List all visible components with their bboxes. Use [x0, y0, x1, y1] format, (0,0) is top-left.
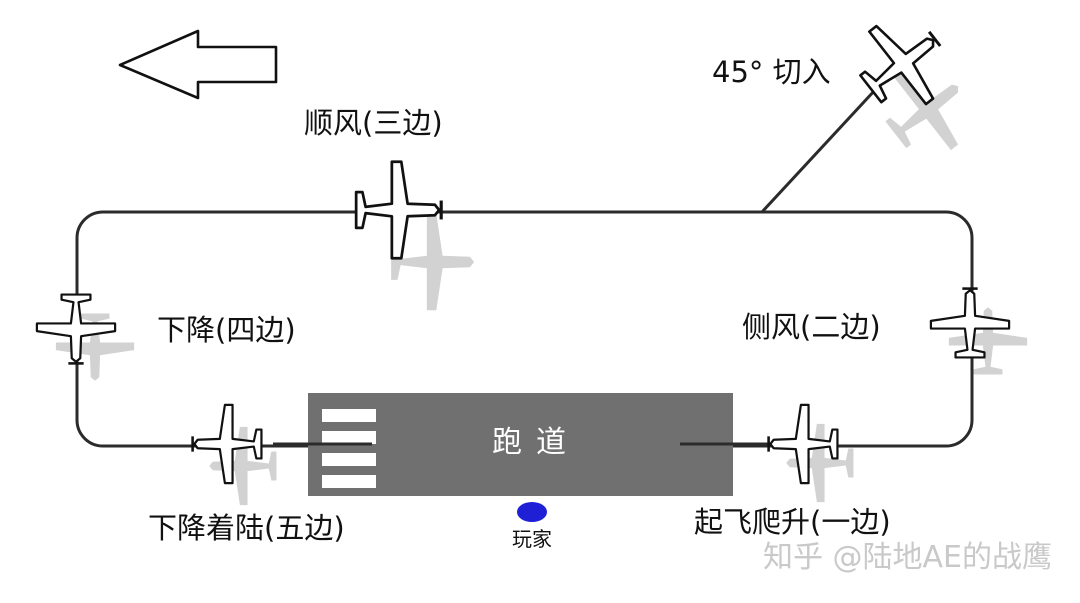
label-crosswind: 侧风(二边)	[742, 310, 881, 344]
label-upwind: 起飞爬升(一边)	[694, 505, 891, 539]
shadow-entry	[867, 49, 987, 172]
direction-arrow-icon	[118, 29, 278, 100]
runway	[308, 393, 733, 496]
label-runway: 跑道	[492, 425, 580, 460]
label-final: 下降着陆(五边)	[148, 511, 345, 545]
player-marker	[517, 502, 547, 522]
airplane-icon-upwind	[767, 403, 839, 485]
label-entry: 45° 切入	[712, 55, 831, 89]
airplane-icon-final	[191, 403, 263, 485]
threshold-markings	[322, 409, 376, 488]
watermark: 知乎 @陆地AE的战鹰	[763, 540, 1053, 575]
entry-path	[760, 74, 890, 214]
label-player: 玩家	[512, 527, 552, 551]
label-downwind: 顺风(三边)	[304, 106, 443, 140]
airplane-icon-crosswind	[929, 287, 1011, 359]
label-base: 下降(四边)	[157, 313, 296, 347]
